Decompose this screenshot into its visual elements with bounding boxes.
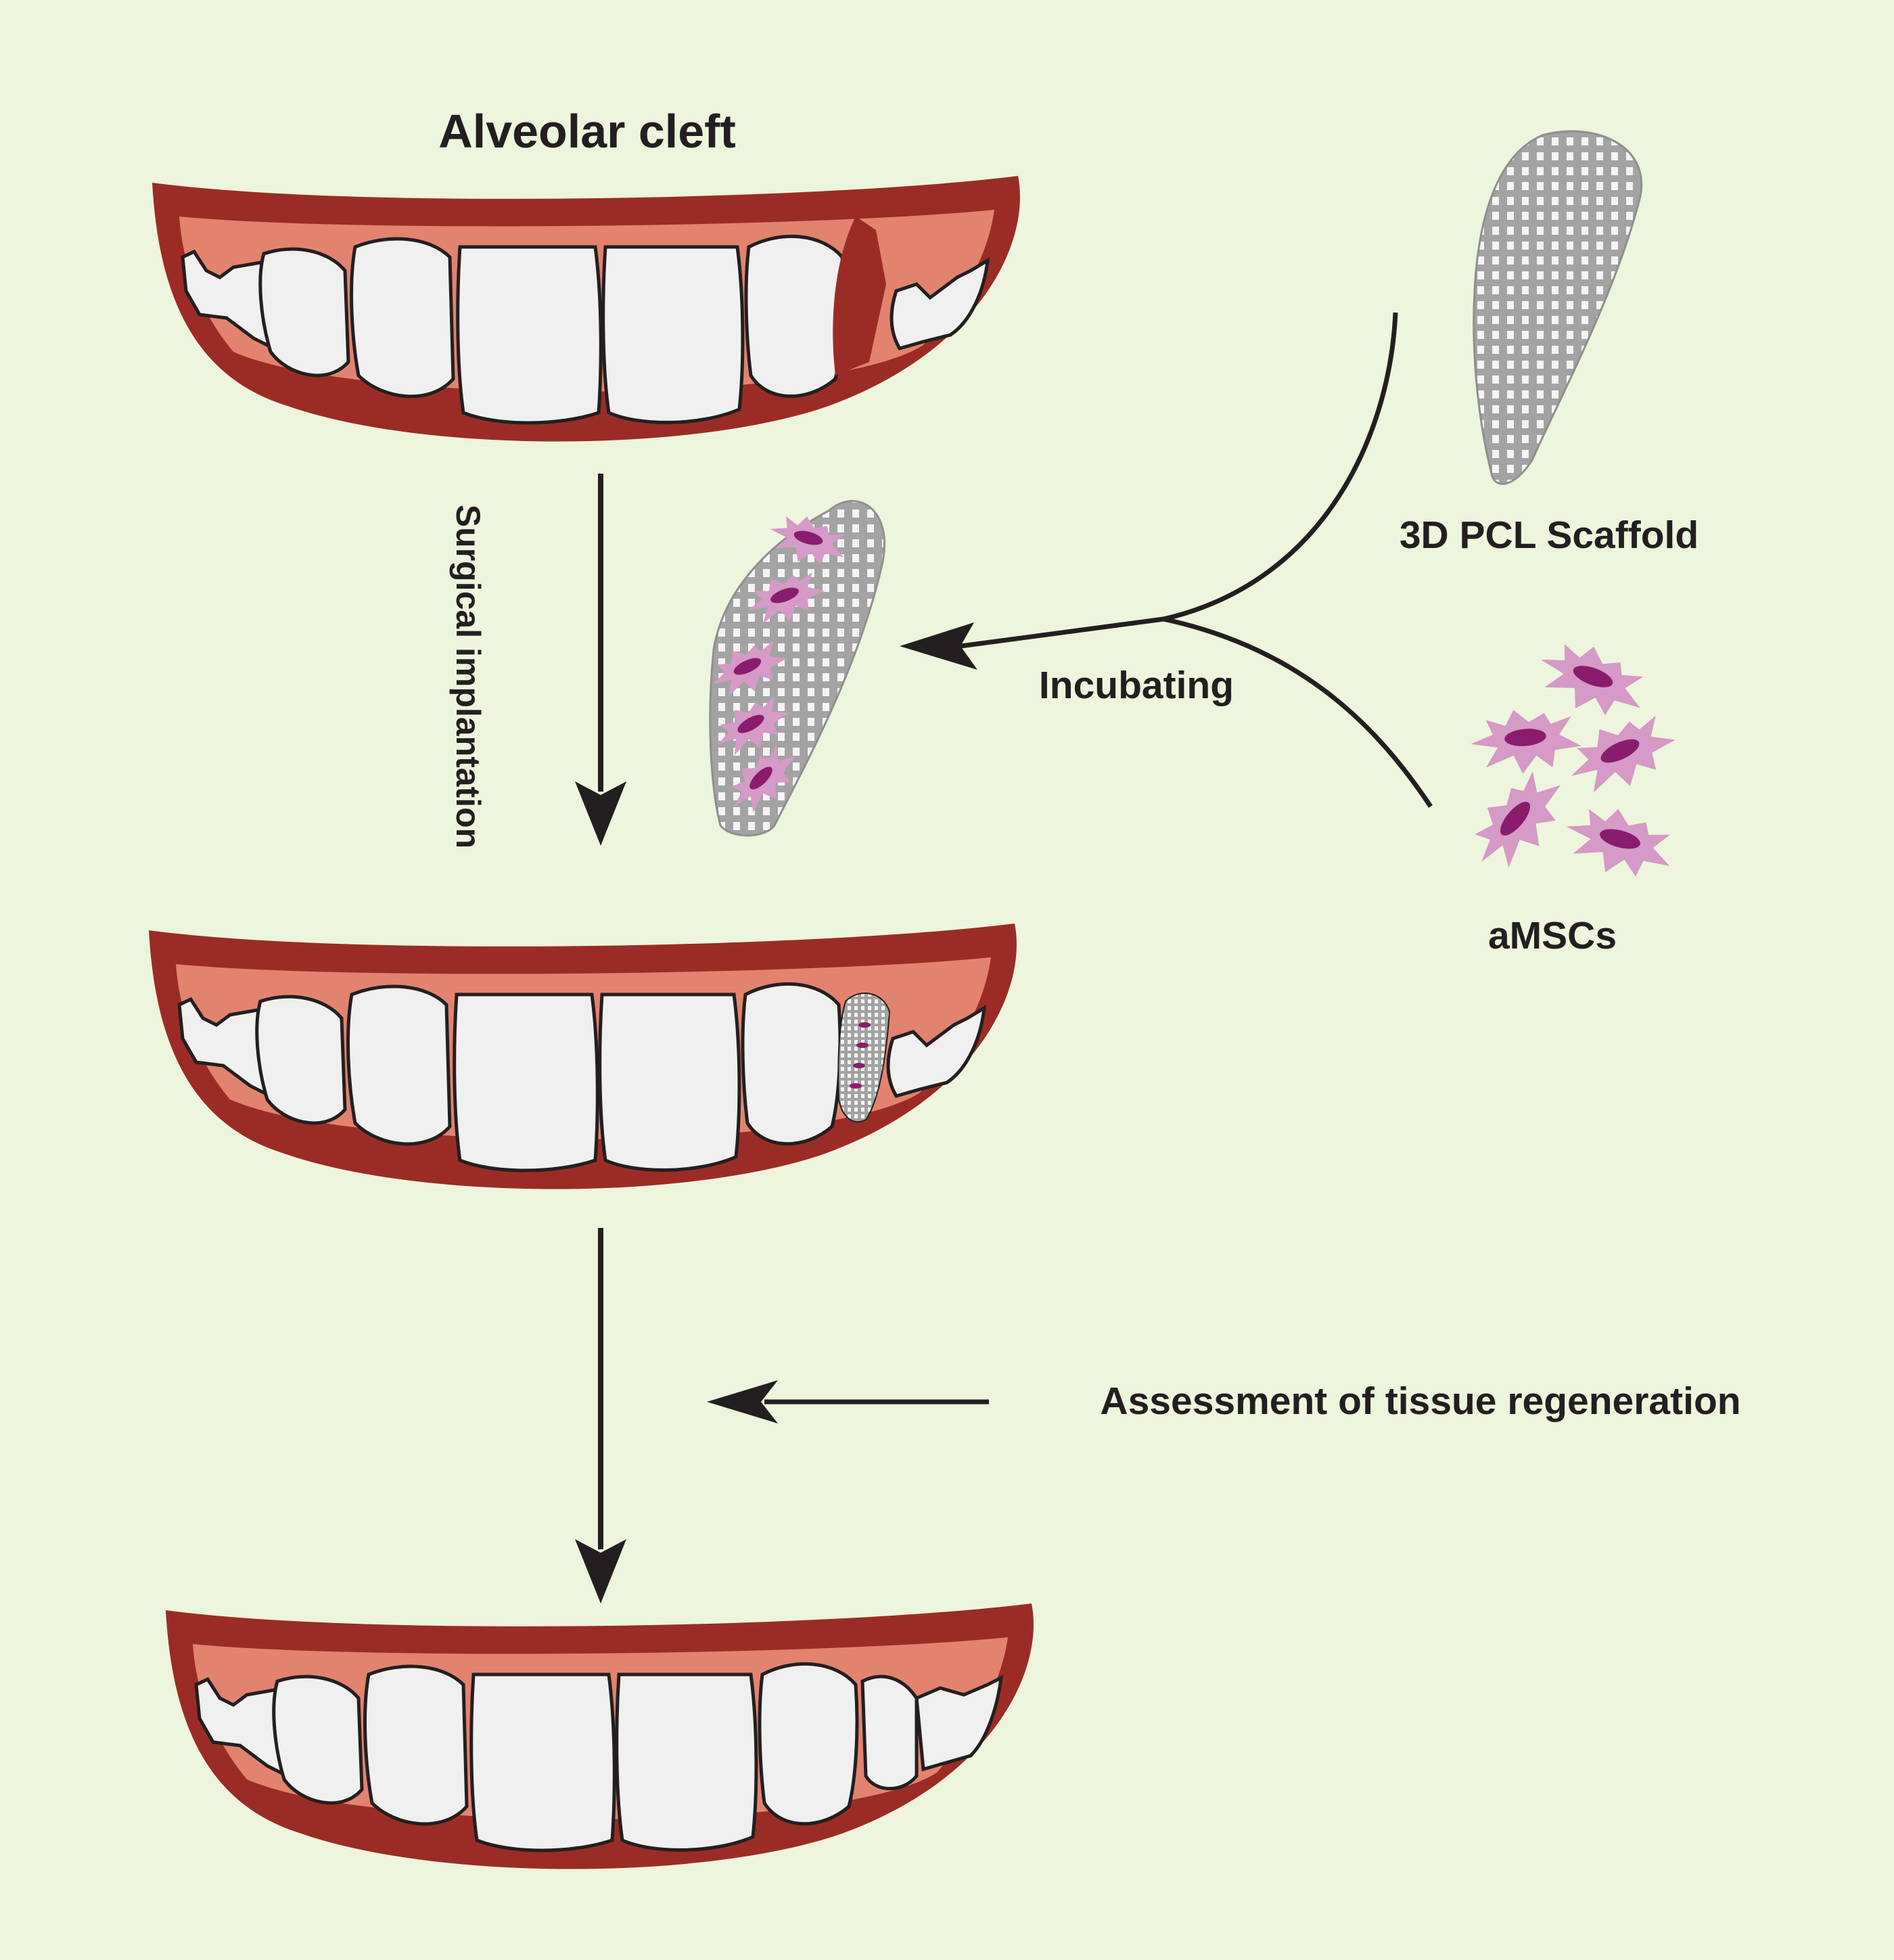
amsc-cell — [1458, 758, 1578, 884]
label-surgical-implantation: Surgical implantation — [449, 505, 487, 848]
arrow-down-1 — [575, 474, 626, 846]
amsc-cell — [1529, 631, 1655, 729]
label-incubating: Incubating — [1039, 664, 1234, 707]
implant-cell — [850, 1083, 862, 1089]
label-amscs: aMSCs — [1488, 914, 1617, 957]
seeded-scaffold — [703, 500, 885, 837]
implanted-scaffold — [837, 993, 891, 1123]
amsc-cell — [1558, 702, 1686, 807]
amsc-cell — [1468, 704, 1584, 779]
implant-cell — [853, 1063, 865, 1068]
mouth-implanted — [149, 924, 1017, 1189]
label-pcl-scaffold: 3D PCL Scaffold — [1400, 514, 1699, 557]
cleft-gap — [833, 216, 886, 375]
incubating-arrow — [900, 312, 1433, 808]
implant-cell — [858, 1022, 871, 1028]
assessment-arrow — [707, 1380, 989, 1423]
mouth-cleft — [152, 176, 1020, 442]
pcl-scaffold — [1473, 130, 1643, 485]
mouth-regenerated — [166, 1603, 1034, 1869]
amsc-cell — [1557, 797, 1681, 888]
arrow-down-2 — [575, 1228, 626, 1603]
implant-cell — [856, 1043, 869, 1048]
amscs-cluster — [1458, 631, 1686, 888]
label-assessment: Assessment of tissue regeneration — [1100, 1380, 1740, 1423]
diagram-title: Alveolar cleft — [438, 105, 736, 158]
